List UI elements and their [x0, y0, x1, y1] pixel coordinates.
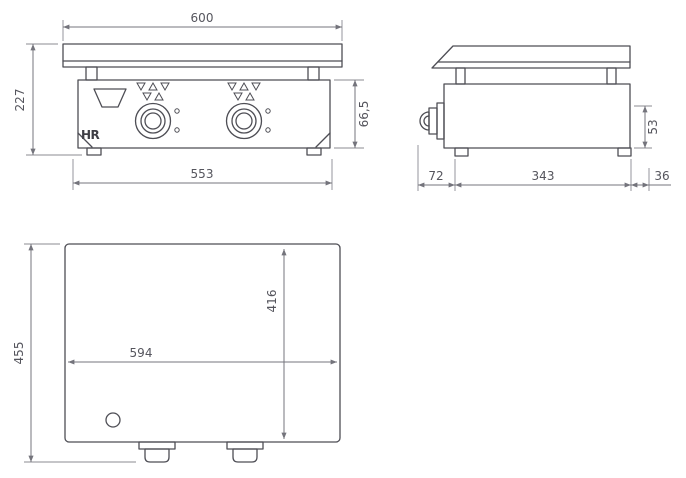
- plate-support-rear: [606, 67, 617, 85]
- dim-label-front-offset: 72: [428, 169, 443, 183]
- dim-label-depth: 455: [12, 342, 26, 365]
- brand-logo: HR: [81, 128, 100, 142]
- temp-mark-down-icon: [142, 92, 152, 102]
- dim-455: 455: [12, 243, 136, 463]
- griddle-plate-front: [62, 43, 343, 68]
- temp-mark-up-icon: [148, 81, 158, 91]
- plan-outline: [64, 243, 341, 443]
- dim-label-side-height: 53: [646, 119, 660, 134]
- temp-mark-down-icon: [227, 82, 237, 92]
- drain-hole: [105, 412, 121, 428]
- grease-chute: [93, 88, 127, 108]
- dim-227: 227: [13, 43, 82, 156]
- temp-mark-up-icon: [239, 81, 249, 91]
- dim-label-left-height: 227: [13, 89, 27, 112]
- front-view: HR: [62, 43, 343, 156]
- foot-front-right: [306, 147, 322, 156]
- control-knob-right: [225, 102, 271, 140]
- plan-view: [64, 243, 341, 463]
- dim-label-rear-offset: 36: [654, 169, 669, 183]
- dim-53: 53: [634, 105, 660, 149]
- knob-outer-ring: [225, 102, 263, 140]
- plan-dimensions: 455 594 416: [12, 243, 337, 463]
- body-side: [443, 83, 631, 149]
- dim-600: 600: [62, 11, 343, 41]
- foot-cap: [144, 448, 170, 463]
- dim-label-top-width: 600: [191, 11, 214, 25]
- knob-backplate: [436, 102, 445, 140]
- indicator-lamp: [265, 127, 271, 133]
- foot-cap: [232, 448, 258, 463]
- panel-chamfer-left: [77, 132, 93, 148]
- dim-553: 553: [72, 159, 333, 190]
- temp-mark-down-icon: [160, 82, 170, 92]
- knob-cap-inner: [423, 115, 430, 127]
- plan-foot-right: [226, 441, 264, 463]
- griddle-plate-side: [431, 45, 631, 69]
- dim-594: 594: [68, 346, 337, 365]
- temperature-marks-right: [227, 81, 261, 102]
- dim-label-width: 594: [130, 346, 153, 360]
- knob-side-profile: [419, 102, 445, 140]
- indicator-lamp: [265, 108, 271, 114]
- temp-mark-down-icon: [233, 92, 243, 102]
- knob-cap: [419, 111, 430, 131]
- temp-mark-down-icon: [136, 82, 146, 92]
- temp-mark-up-icon: [154, 91, 164, 101]
- foot-side-rear: [617, 147, 632, 157]
- knob-center: [235, 112, 253, 130]
- dim-66-5: 66,5: [334, 79, 371, 149]
- foot-flange: [138, 441, 176, 450]
- plate-support-front: [455, 67, 466, 85]
- indicator-lamp: [174, 108, 180, 114]
- foot-front-left: [86, 147, 102, 156]
- panel-chamfer-right: [315, 132, 331, 148]
- front-dimensions: 600 227 66,5 553: [13, 11, 371, 190]
- body-front: [77, 79, 331, 149]
- plan-foot-left: [138, 441, 176, 463]
- side-dimensions: 53 72 343 36: [417, 105, 671, 191]
- dim-label-bottom-width: 553: [191, 167, 214, 181]
- dim-label-body-height: 66,5: [357, 101, 371, 128]
- temp-mark-down-icon: [251, 82, 261, 92]
- plate-support-right: [307, 66, 320, 81]
- indicator-lamp: [174, 127, 180, 133]
- temperature-marks-left: [136, 81, 170, 102]
- control-knob-left: [134, 102, 180, 140]
- dim-chain-bottom: 72 343 36: [417, 145, 671, 191]
- plate-support-left: [85, 66, 98, 81]
- dim-416: 416: [265, 249, 287, 439]
- knob-mid-ring: [140, 108, 166, 134]
- temp-mark-up-icon: [245, 91, 255, 101]
- side-view: [419, 45, 632, 157]
- knob-outer-ring: [134, 102, 172, 140]
- knob-mid-ring: [231, 108, 257, 134]
- dim-label-feet-spacing: 343: [532, 169, 555, 183]
- foot-flange: [226, 441, 264, 450]
- knob-skirt: [428, 107, 438, 135]
- dim-label-inner-depth: 416: [265, 290, 279, 313]
- foot-side-front: [454, 147, 469, 157]
- knob-center: [144, 112, 162, 130]
